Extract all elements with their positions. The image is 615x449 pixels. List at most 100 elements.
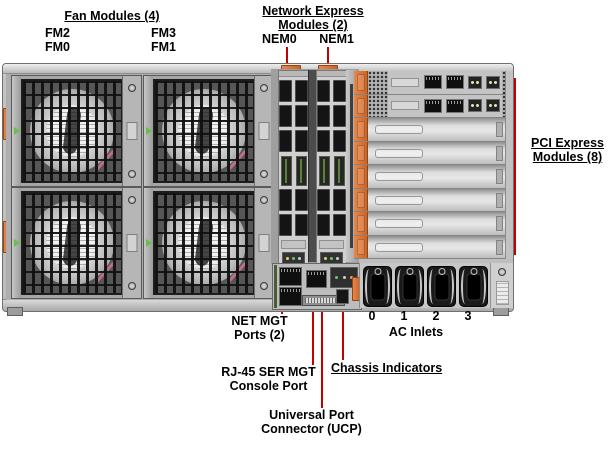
nem-port xyxy=(317,105,330,127)
pcie-slot-8 xyxy=(354,235,505,259)
pcie-latch xyxy=(354,141,368,164)
nem-label-strip xyxy=(281,240,306,249)
fiber-port xyxy=(468,75,482,89)
vent-perforation xyxy=(502,71,505,94)
card-label xyxy=(391,77,419,87)
ucp-line1: Universal Port xyxy=(269,408,354,422)
nem-connector xyxy=(318,156,330,186)
nem-rj45-port xyxy=(317,189,330,211)
pcie-filler-panel xyxy=(368,235,505,258)
nem-title-line1: Network Express xyxy=(262,4,364,18)
ac-inlet-2 xyxy=(427,266,456,307)
nem1-label: NEM1 xyxy=(319,32,354,46)
fan-label-fm1: FM1 xyxy=(151,40,176,54)
amber-led-icon xyxy=(349,276,353,279)
retainer-clip-icon xyxy=(374,268,381,275)
pcie-slot-3 xyxy=(354,118,505,142)
fan-grille xyxy=(21,191,123,295)
fan-bay xyxy=(6,74,279,300)
ac-inlet-number-2: 2 xyxy=(432,309,440,323)
nem-title-line2: Modules (2) xyxy=(278,18,348,32)
fan-id-tag xyxy=(126,234,138,252)
fan-id-tag xyxy=(258,234,270,252)
serial-sticker xyxy=(496,281,509,305)
nem-led-panel xyxy=(320,252,343,264)
screw-icon xyxy=(260,170,268,178)
nem0-label: NEM0 xyxy=(262,32,297,46)
rj45-port xyxy=(424,98,442,113)
ac-socket-cutout xyxy=(467,274,480,299)
white-led-icon xyxy=(298,256,301,260)
nem-port xyxy=(279,105,292,127)
nem-port xyxy=(333,105,346,127)
nem-connector xyxy=(280,156,292,186)
ac-inlet-0 xyxy=(363,266,392,307)
pcie-latch xyxy=(354,235,368,258)
vent-perforation xyxy=(368,94,388,117)
fan-label-fm2: FM2 xyxy=(45,26,70,40)
vent-perforation xyxy=(368,71,388,94)
screw-icon xyxy=(498,268,506,276)
pcie-latch xyxy=(354,165,368,188)
vent-perforation xyxy=(502,94,505,117)
green-led-icon xyxy=(292,256,295,260)
nem-port xyxy=(295,105,308,127)
fan-mesh-overlay xyxy=(23,81,121,181)
fan-module-fm2 xyxy=(11,75,142,187)
pcie-filler-panel xyxy=(368,188,505,211)
ac-socket-cutout xyxy=(403,274,416,299)
nem-names: NEM0 NEM1 xyxy=(262,32,354,46)
rj45-port xyxy=(446,98,464,113)
nem-port xyxy=(279,130,292,152)
nem-rj45-port xyxy=(279,214,292,236)
nem-port xyxy=(317,80,330,102)
pcie-slot-1 xyxy=(354,71,505,95)
ser-mgt-line2: Console Port xyxy=(229,379,308,393)
fan-mesh-overlay xyxy=(155,81,253,181)
fan-left-rail xyxy=(144,76,153,186)
fan-ok-arrow-icon xyxy=(146,239,152,247)
ac-end-panel xyxy=(490,263,513,308)
callout-line-nem1 xyxy=(327,47,329,68)
nem-port xyxy=(295,80,308,102)
pcie-right-rail xyxy=(505,71,513,259)
retainer-clip-icon xyxy=(438,268,445,275)
nem-rj45-port xyxy=(317,214,330,236)
pcie-card xyxy=(368,94,505,117)
screw-icon xyxy=(128,170,136,178)
fiber-port xyxy=(486,75,500,89)
fan-mesh-overlay xyxy=(155,193,253,293)
ucp-line2: Connector (UCP) xyxy=(261,422,362,436)
nem-port xyxy=(295,130,308,152)
pcie-slot-5 xyxy=(354,165,505,189)
nem-port xyxy=(333,130,346,152)
net-mgt-label: NET MGT Ports (2) xyxy=(212,314,307,342)
fan-id-tag xyxy=(258,122,270,140)
ac-inlet-1 xyxy=(395,266,424,307)
net-mgt-port-0 xyxy=(279,267,302,286)
fiber-port xyxy=(486,99,500,113)
pcie-bay xyxy=(354,71,505,259)
screw-icon xyxy=(128,84,136,92)
pci-express-label: PCI Express Modules (8) xyxy=(519,136,615,164)
nem-port xyxy=(317,130,330,152)
fiber-port xyxy=(468,99,482,113)
screw-icon xyxy=(128,282,136,290)
fan-modules-title: Fan Modules (4) xyxy=(64,9,160,23)
nem-right-rail xyxy=(346,70,357,262)
white-led-icon xyxy=(336,256,339,260)
nem-rj45-port xyxy=(333,214,346,236)
pcie-slot-2 xyxy=(354,94,505,118)
pci-bracket-side xyxy=(514,78,516,255)
ucp-label: Universal Port Connector (UCP) xyxy=(246,408,377,436)
fan-module-fm0 xyxy=(11,187,142,299)
pci-label-line2: Modules (8) xyxy=(532,150,603,164)
pcie-slot-7 xyxy=(354,212,505,236)
net-mgt-line2: Ports (2) xyxy=(234,328,285,342)
nem-rj45-port xyxy=(295,214,308,236)
screw-icon xyxy=(260,84,268,92)
pcie-latch xyxy=(354,118,368,141)
callout-line-chassis-indicators xyxy=(342,294,344,360)
nem-connector xyxy=(333,156,345,186)
net-mgt-line1: NET MGT xyxy=(231,314,288,328)
